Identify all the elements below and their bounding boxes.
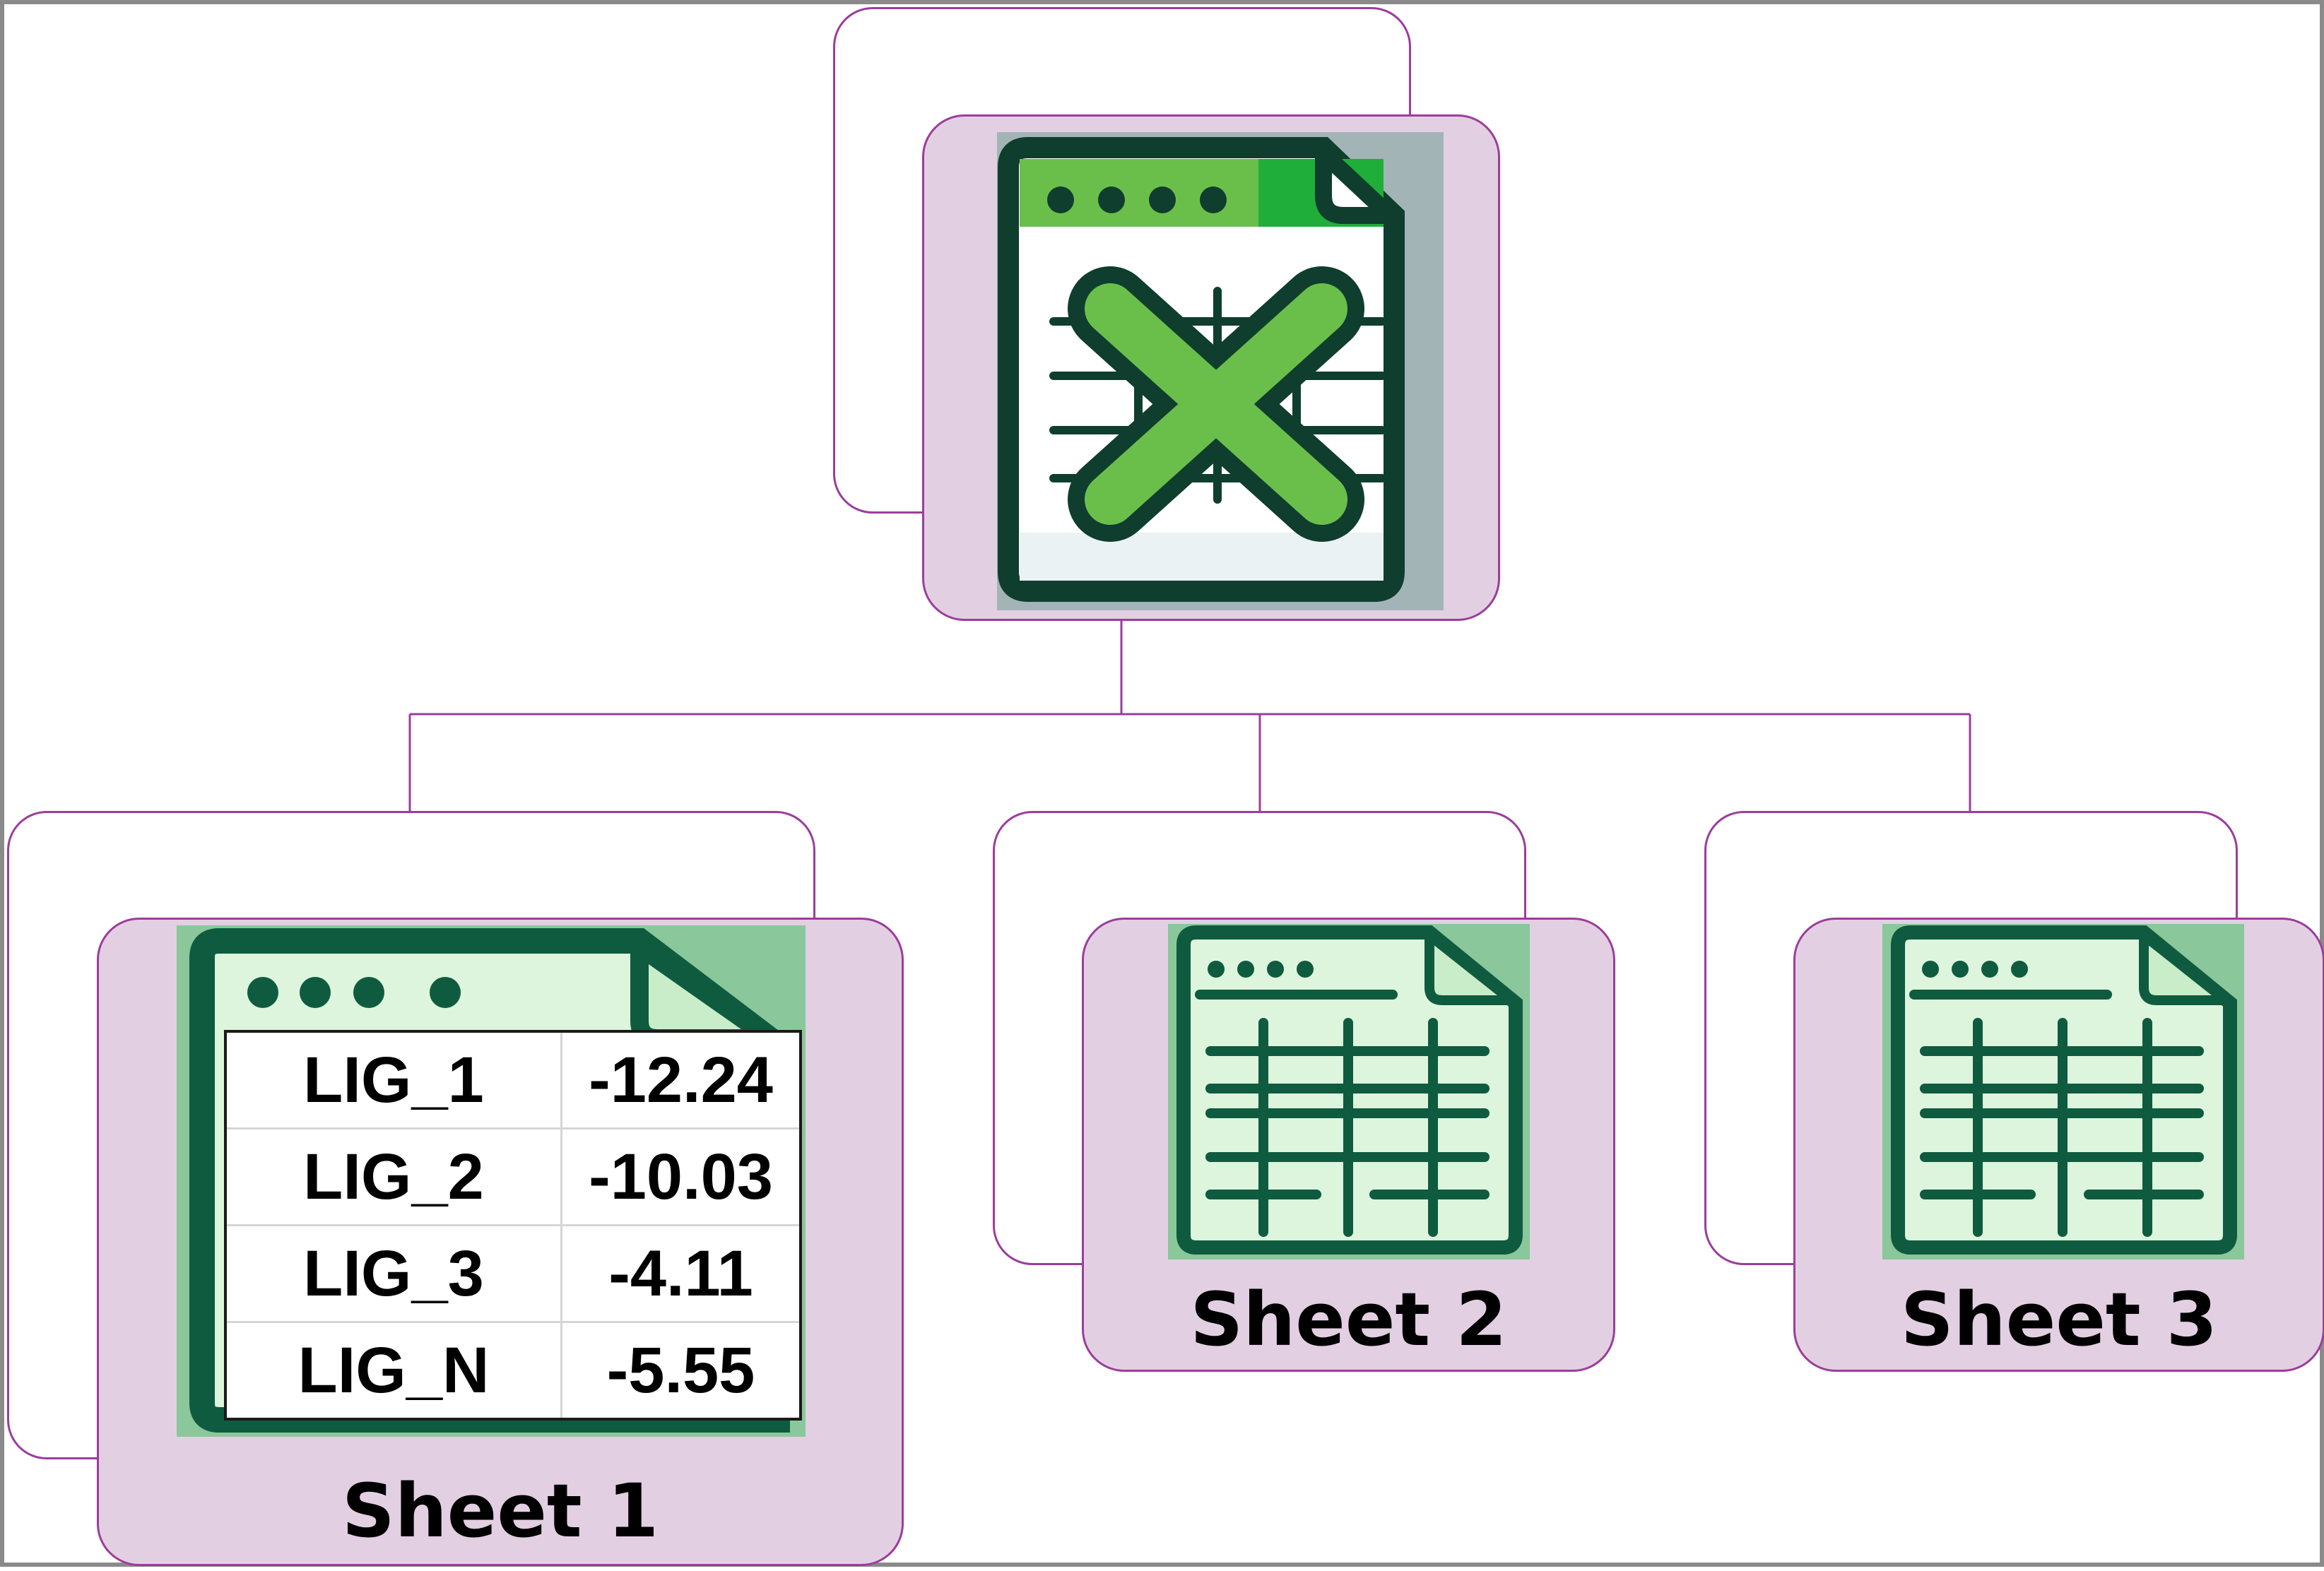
sheet-1-caption: Sheet 1	[341, 1468, 659, 1554]
score-value-cell: -12.24	[560, 1030, 802, 1130]
excel-workbook-icon	[997, 132, 1444, 610]
connector-lines	[408, 620, 1971, 811]
ligand-name-cell: LIG_3	[224, 1224, 562, 1323]
ligand-name-cell: LIG_1	[224, 1030, 562, 1130]
ligand-name-cell: LIG_N	[224, 1321, 562, 1421]
score-value-cell: -4.11	[560, 1224, 802, 1323]
spreadsheet-icon	[1168, 924, 1530, 1259]
sheet-3-caption: Sheet 3	[1900, 1276, 2218, 1363]
table-row: LIG_2 -10.03	[224, 1127, 802, 1226]
spreadsheet-icon	[1882, 924, 2244, 1259]
table-row: LIG_3 -4.11	[224, 1224, 802, 1323]
score-value-cell: -10.03	[560, 1127, 802, 1226]
score-value-cell: -5.55	[560, 1321, 802, 1421]
sheet-2-caption: Sheet 2	[1190, 1276, 1507, 1363]
table-row: LIG_N -5.55	[224, 1321, 802, 1421]
score-table: LIG_1 -12.24 LIG_2 -10.03 LIG_3 -4.11 LI…	[224, 1030, 802, 1421]
table-row: LIG_1 -12.24	[224, 1030, 802, 1130]
ligand-name-cell: LIG_2	[224, 1127, 562, 1226]
